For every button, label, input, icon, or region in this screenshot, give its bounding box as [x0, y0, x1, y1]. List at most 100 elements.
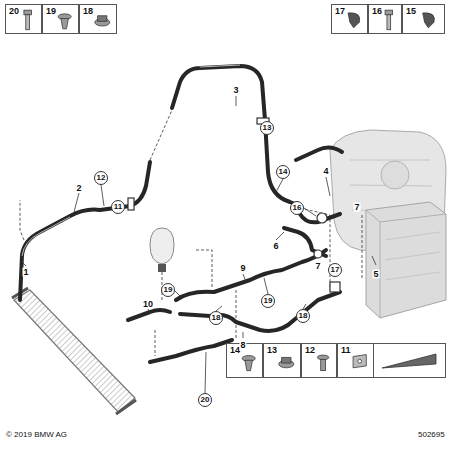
leader	[276, 179, 283, 192]
bolt-shank	[26, 15, 30, 30]
callout-number: 2	[75, 184, 82, 193]
callout-number: 3	[232, 86, 239, 95]
fastener-callout: 12	[94, 171, 108, 185]
hose	[176, 250, 326, 300]
radiator	[12, 288, 136, 414]
fastener-callout: 18	[296, 309, 310, 323]
dashed-line	[150, 110, 172, 160]
callout-number: 8	[239, 341, 246, 350]
key-box	[374, 344, 446, 378]
callout-number: 7	[314, 262, 321, 271]
dashed-line	[155, 330, 156, 356]
part-number: 18	[83, 7, 93, 16]
leader	[74, 193, 79, 212]
hose-highlights	[22, 65, 240, 256]
nut-hole	[358, 359, 362, 363]
fastener-box: 19	[42, 4, 79, 34]
leader	[148, 309, 150, 313]
fastener-icon	[353, 355, 366, 368]
fastener-icon	[385, 10, 392, 30]
hose	[128, 310, 170, 320]
wedge-symbol	[382, 354, 436, 368]
leader	[22, 262, 26, 266]
fastener-callout: 11	[111, 200, 125, 214]
nut-hex	[282, 357, 291, 363]
o-ring	[317, 213, 327, 223]
dashed-line	[196, 250, 212, 288]
callout-number: 6	[272, 242, 279, 251]
fastener-icon	[58, 14, 71, 29]
highlight	[22, 217, 70, 256]
tank-neck	[158, 264, 166, 272]
callout-number: 10	[142, 300, 154, 309]
engine-cover	[381, 161, 409, 189]
coolant-hoses	[20, 66, 342, 362]
tank-body	[150, 228, 174, 264]
fastener-callout: 19	[161, 283, 175, 297]
fastener-box: 11	[337, 343, 374, 378]
hose-clip	[423, 13, 435, 28]
leader	[276, 232, 284, 240]
fastener-box: 20	[5, 4, 42, 34]
hose	[172, 66, 300, 206]
part-number: 13	[267, 346, 277, 355]
leader	[101, 185, 104, 206]
leader-lines	[22, 96, 376, 393]
part-number: 16	[372, 7, 382, 16]
arrow-key-box	[374, 344, 446, 378]
leader	[175, 291, 180, 296]
fastener-box: 18	[79, 4, 117, 34]
assembly-lines	[20, 110, 362, 356]
fastener-box: 16	[368, 4, 402, 34]
fastener-icon	[423, 13, 435, 28]
part-number: 11	[341, 346, 351, 355]
fastener-callout: 13	[260, 121, 274, 135]
bolt-shank	[387, 15, 391, 30]
fastener-box: 12	[301, 343, 337, 378]
part-number: 19	[46, 7, 56, 16]
leader	[125, 205, 128, 207]
fastener-callout: 18	[209, 311, 223, 325]
fastener-icon	[95, 16, 110, 26]
leader	[326, 177, 330, 196]
leader	[372, 256, 376, 265]
part-number: 20	[9, 7, 19, 16]
hose-clip	[348, 13, 360, 28]
fastener-callout: 20	[198, 393, 212, 407]
nut-hex	[98, 16, 107, 22]
box-edges	[366, 210, 446, 318]
highlight	[200, 65, 240, 67]
leader	[236, 96, 237, 106]
leader	[205, 352, 206, 393]
rivet-shank	[321, 359, 326, 370]
connector	[330, 282, 340, 292]
fastener-icon	[24, 10, 31, 30]
nut-body	[61, 19, 68, 29]
callout-number: 4	[322, 167, 329, 176]
fastener-callout: 19	[261, 294, 275, 308]
dashed-line	[236, 290, 237, 338]
fastener-callout: 16	[290, 201, 304, 215]
box-body	[366, 202, 446, 318]
dashed-line	[362, 215, 363, 280]
bracket	[128, 198, 134, 210]
fastener-icon	[317, 355, 328, 371]
leader	[243, 274, 246, 282]
hose	[20, 162, 150, 300]
o-ring	[314, 250, 322, 258]
expansion-tank	[150, 228, 174, 272]
fastener-box: 15	[402, 4, 445, 34]
hose	[296, 147, 342, 160]
fastener-box: 17	[331, 4, 368, 34]
hose	[150, 340, 232, 362]
clamps	[128, 118, 340, 292]
box-ribs	[385, 232, 440, 280]
part-number: 12	[305, 346, 315, 355]
fastener-callout: 14	[276, 165, 290, 179]
leader	[243, 332, 244, 338]
part-number: 17	[335, 7, 345, 16]
fastener-box: 13	[263, 343, 301, 378]
nut-body	[245, 360, 253, 370]
